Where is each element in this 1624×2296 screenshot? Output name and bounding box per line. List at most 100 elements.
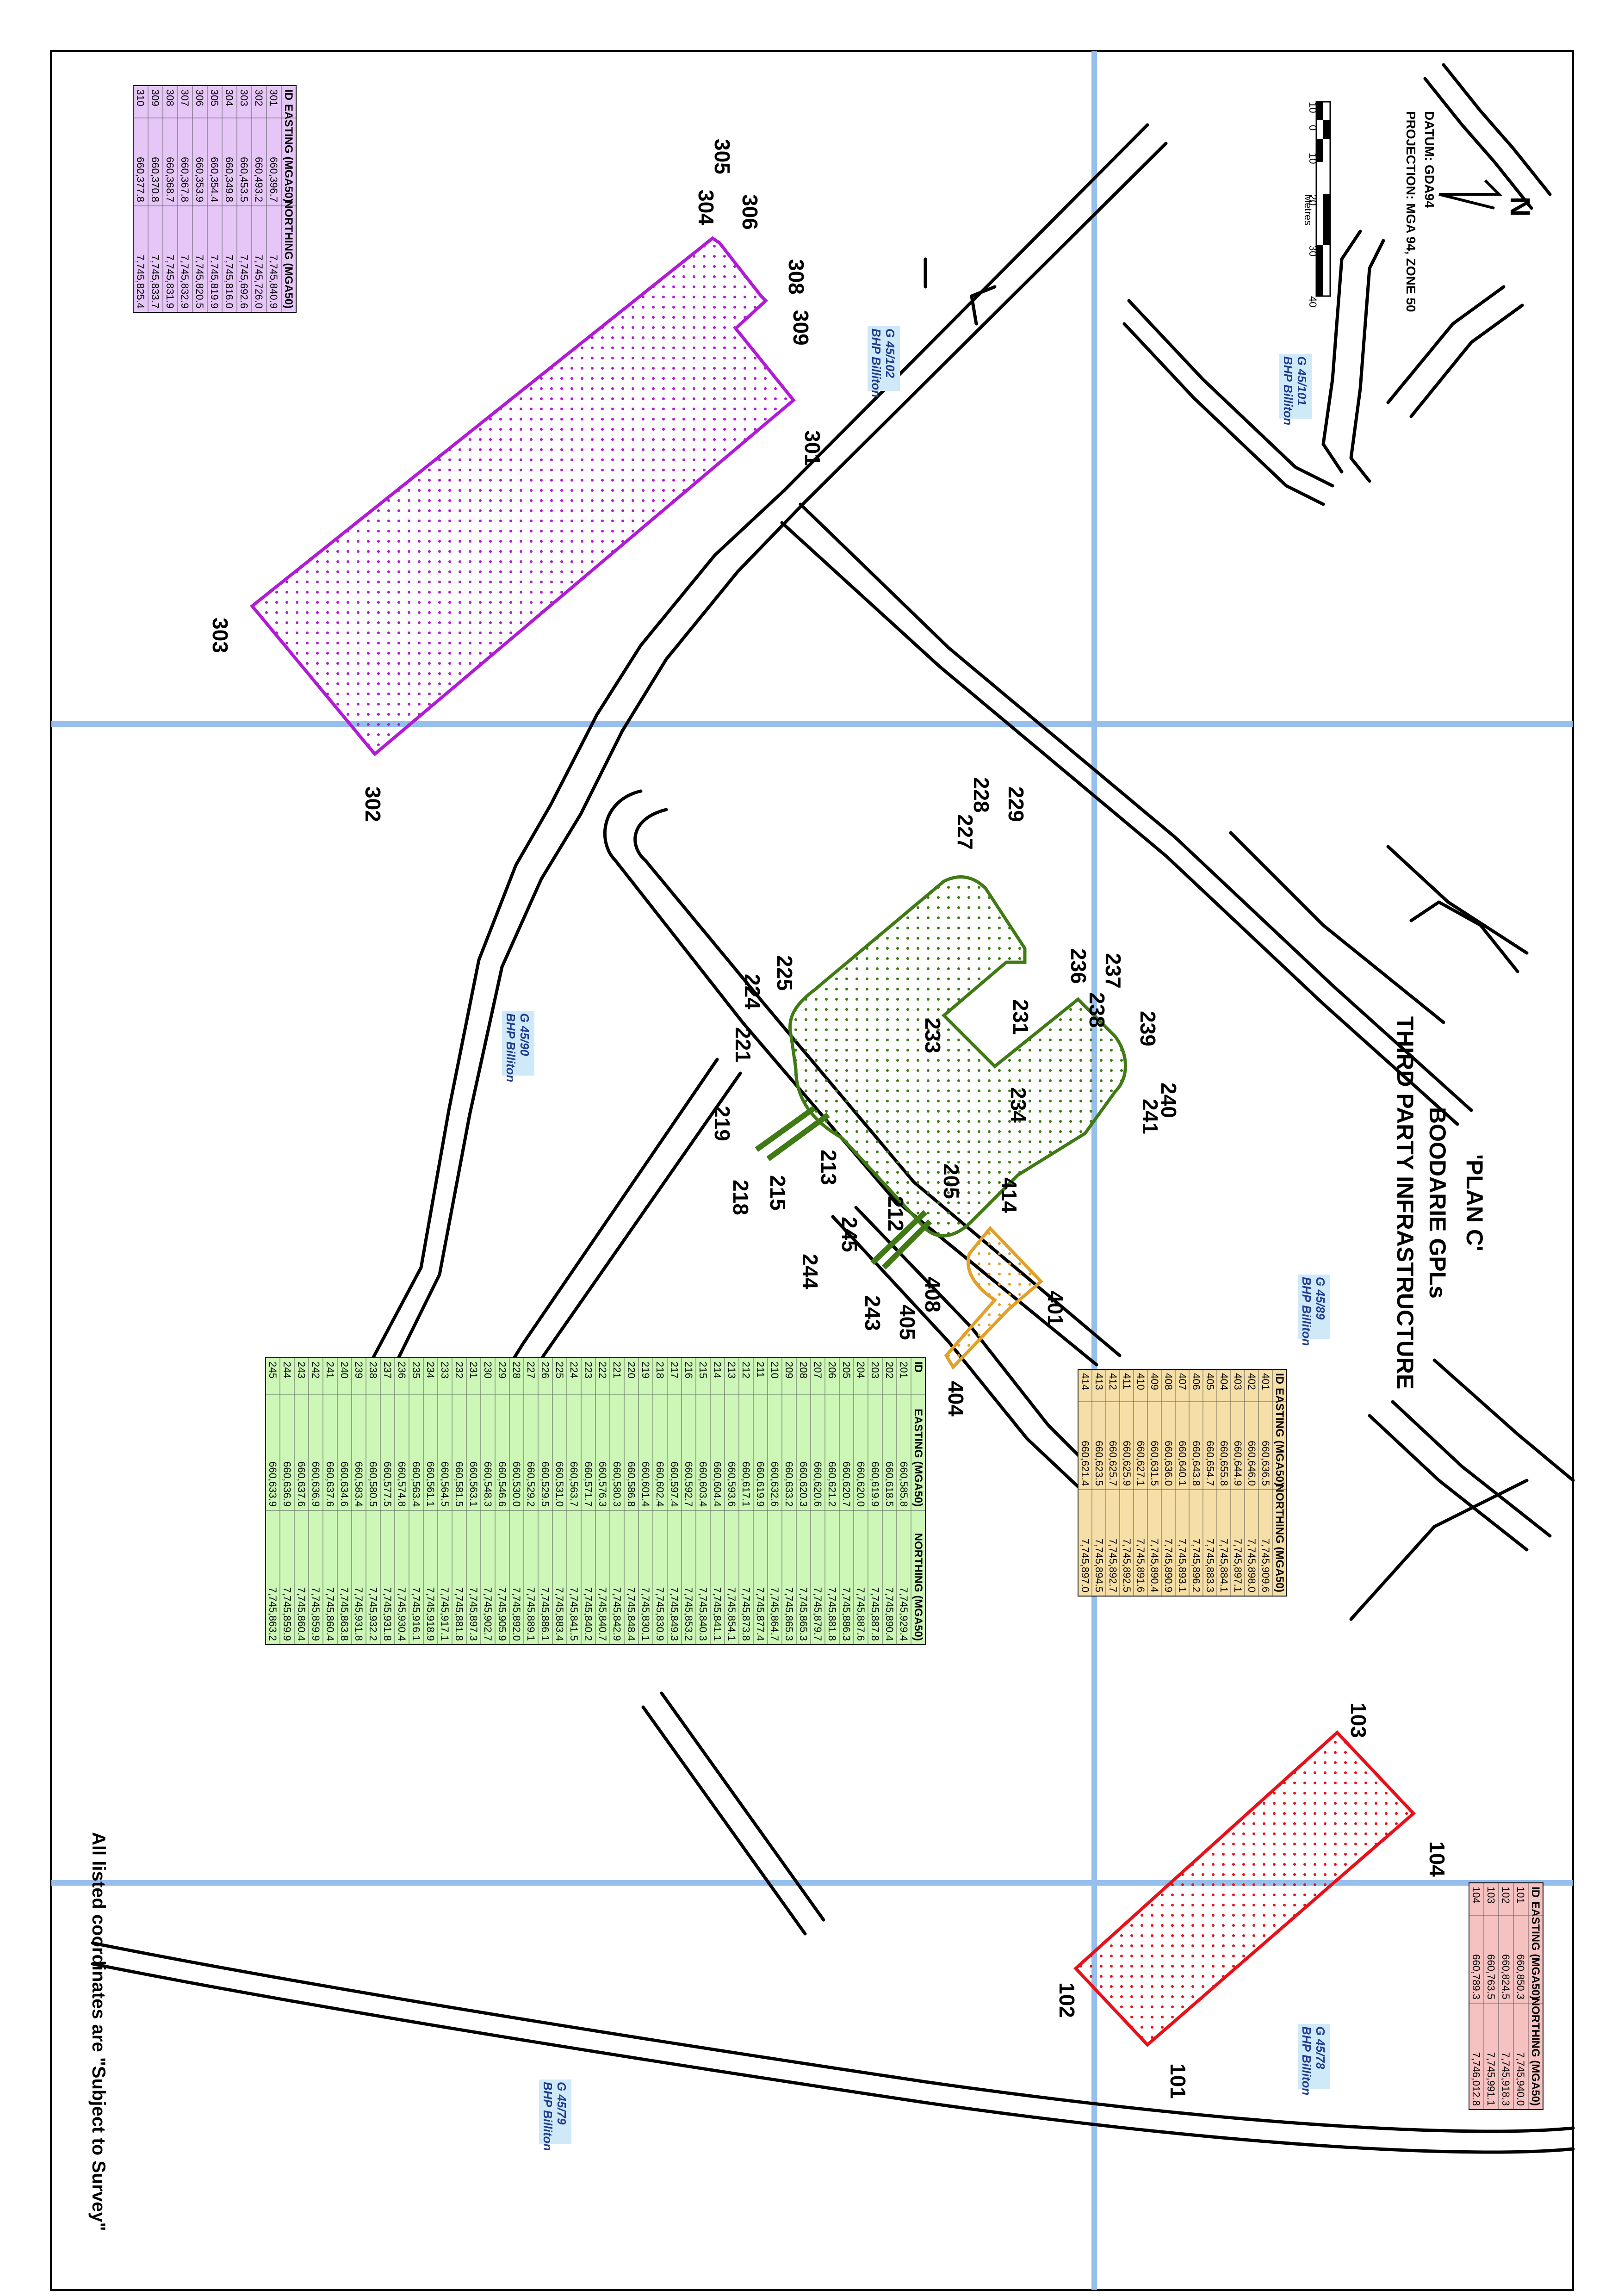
point-label: 244	[798, 1254, 822, 1289]
table-cell: 7,745,890.4	[884, 1587, 895, 1641]
table-cell: 225	[554, 1362, 565, 1379]
table-cell: 7,745,916.1	[410, 1587, 422, 1641]
table-header-cell: ID	[1273, 1373, 1286, 1384]
table-header-cell: NORTHING (MGA50)	[282, 201, 295, 309]
table-cell: 407	[1177, 1373, 1188, 1390]
table-cell: 660,353.9	[194, 157, 205, 202]
table-cell: 406	[1190, 1373, 1202, 1390]
table-cell: 660,654.7	[1204, 1441, 1216, 1486]
table-cell: 212	[740, 1362, 752, 1379]
table-cell: 660,354.4	[209, 157, 220, 202]
table-cell: 660,618.5	[884, 1461, 895, 1507]
point-label: 405	[895, 1305, 919, 1340]
point-label: 303	[208, 618, 232, 653]
point-label: 240	[1157, 1083, 1181, 1118]
table-cell: 660,603.4	[697, 1461, 709, 1507]
table-cell: 660,789.3	[1470, 1954, 1482, 1999]
table-header-cell: ID	[912, 1362, 924, 1373]
scale-tick: 0	[1307, 125, 1319, 130]
table-cell: 660,620.6	[812, 1461, 824, 1507]
table-cell: 7,745,898.0	[1246, 1539, 1258, 1592]
point-labels: 301 302 303 304 305 306 308 309 101 102 …	[208, 139, 1449, 2099]
table-cell: 7,745,883.4	[554, 1587, 565, 1641]
point-label: 408	[921, 1277, 945, 1312]
point-label: 225	[773, 955, 797, 991]
table-cell: 7,745,889.1	[525, 1587, 537, 1641]
table-cell: 7,745,853.2	[683, 1587, 694, 1641]
table-cell: 7,745,887.6	[855, 1587, 867, 1641]
table-cell: 102	[1500, 1887, 1512, 1904]
tenement-owner: BHP Billiton	[504, 1013, 518, 1082]
table-cell: 7,745,877.4	[755, 1587, 766, 1641]
table-cell: 660,634.6	[339, 1461, 350, 1507]
table-cell: 7,745,849.3	[669, 1587, 680, 1641]
subject-to-survey-note: All listed coordinates are "Subject to S…	[88, 1832, 109, 2231]
table-cell: 7,745,918.9	[425, 1587, 436, 1641]
point-label: 215	[766, 1175, 790, 1211]
table-cell: 7,745,830.1	[640, 1587, 651, 1641]
table-cell: 402	[1246, 1373, 1258, 1390]
table-cell: 660,368.7	[164, 157, 176, 202]
table-cell: 660,850.3	[1515, 1954, 1526, 1999]
table-cell: 243	[296, 1362, 307, 1379]
table-header-cell: EASTING (MGA50)	[1529, 1901, 1542, 1999]
table-cell: 234	[425, 1362, 436, 1379]
table-cell: 7,745,929.4	[898, 1587, 910, 1641]
table-cell: 7,745,863.8	[339, 1587, 350, 1641]
point-label: 103	[1346, 1702, 1370, 1738]
point-label: 234	[1006, 1087, 1030, 1123]
plan-title: 'PLAN C'	[1462, 1154, 1488, 1251]
table-cell: 203	[869, 1362, 881, 1379]
table-cell: 7,745,940.0	[1515, 2052, 1526, 2106]
table-cell: 7,745,892.5	[1121, 1539, 1133, 1592]
table-cell: 660,617.1	[740, 1461, 752, 1507]
table-header-cell: NORTHING (MGA50)	[1273, 1485, 1286, 1592]
title-block: 'PLAN C' BOODARIE GPLs THIRD PARTY INFRA…	[1392, 1016, 1488, 1389]
scale-tick: 10	[1307, 153, 1319, 164]
table-cell: 660,453.5	[238, 157, 250, 202]
table-cell: 660,396.7	[268, 157, 279, 202]
table-cell: 240	[339, 1362, 350, 1379]
table-cell: 660,349.8	[223, 157, 235, 202]
tenement-labels: G 45/102 BHP Billiton G 45/101 BHP Billi…	[502, 326, 1330, 2151]
point-label: 301	[800, 430, 824, 466]
table-cell: 411	[1121, 1373, 1133, 1389]
table-cell: 228	[511, 1362, 522, 1379]
tenement-id: G 45/89	[1314, 1277, 1327, 1320]
tenement-owner: BHP Billiton	[541, 2082, 555, 2151]
point-label: 221	[731, 1027, 755, 1063]
table-cell: 660,637.6	[324, 1461, 336, 1507]
point-label: 308	[784, 259, 808, 295]
scale-unit: Metres	[1302, 194, 1314, 225]
table-cell: 219	[640, 1362, 651, 1379]
table-cell: 202	[884, 1362, 895, 1379]
coordinate-tables: ID EASTING (MGA50) NORTHING (MGA50) 301 660,…	[133, 85, 1543, 2110]
table-cell: 660,529.5	[539, 1461, 551, 1507]
tenement-id: G 45/90	[518, 1013, 532, 1056]
sheet-border	[50, 50, 1574, 2291]
table-cell: 7,745,865.3	[798, 1587, 809, 1641]
table-cell: 7,745,931.8	[382, 1587, 393, 1641]
point-label: 102	[1055, 1982, 1079, 2018]
table-cell: 403	[1232, 1373, 1244, 1390]
table-cell: 7,745,918.3	[1500, 2052, 1512, 2106]
table-cell: 232	[453, 1362, 465, 1379]
point-label: 101	[1166, 2063, 1190, 2099]
table-cell: 7,745,930.4	[396, 1587, 408, 1641]
table-cell: 207	[812, 1362, 824, 1379]
table-cell: 660,631.5	[1149, 1441, 1160, 1486]
table-cell: 660,620.3	[798, 1461, 809, 1507]
table-cell: 233	[439, 1362, 451, 1379]
table-cell: 103	[1485, 1887, 1497, 1904]
table-cell: 7,745,881.8	[826, 1587, 838, 1641]
table-cell: 104	[1470, 1887, 1482, 1904]
table-cell: 660,563.4	[410, 1461, 422, 1507]
table-cell: 660,576.3	[597, 1461, 608, 1507]
table-cell: 660,563.7	[568, 1461, 580, 1507]
area-300-polygon	[250, 236, 796, 756]
area-200-polygon	[788, 875, 1127, 1238]
table-cell: 660,636.5	[1260, 1441, 1271, 1486]
